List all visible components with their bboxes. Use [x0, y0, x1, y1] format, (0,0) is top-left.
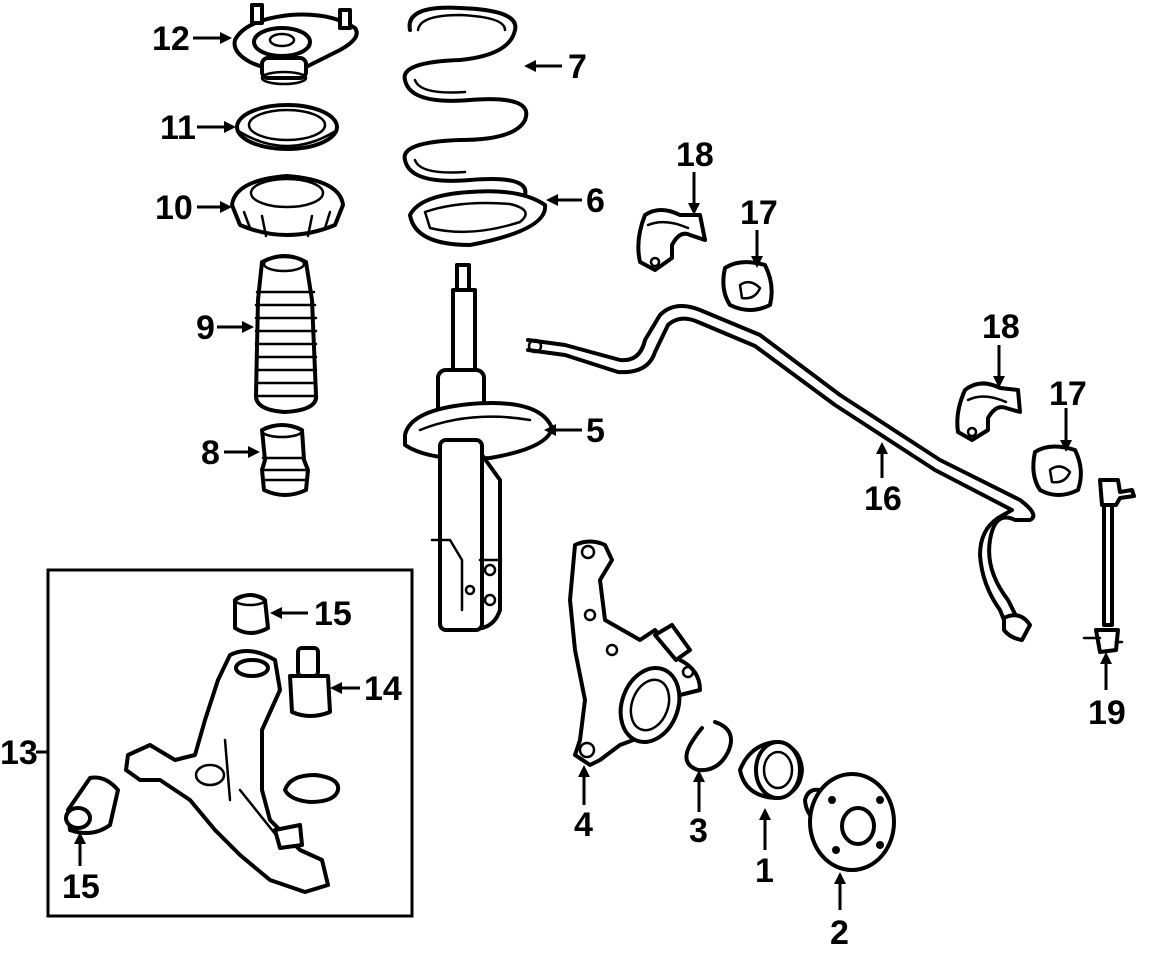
callout-4: 4 [574, 806, 593, 844]
callout-2: 2 [830, 914, 849, 952]
callout-17-lower: 17 [1049, 375, 1087, 413]
part-17-bushing-lower [1031, 444, 1083, 497]
callout-7: 7 [568, 48, 587, 86]
control-arm [124, 649, 330, 894]
callout-labels: 12 11 10 9 8 7 6 5 18 17 18 17 16 19 4 3… [0, 20, 1126, 952]
callout-3: 3 [689, 812, 708, 850]
part-12-strut-mount [232, 3, 359, 86]
part-6-lower-spring-seat [408, 189, 548, 247]
callout-5: 5 [586, 412, 605, 450]
callout-17-upper: 17 [740, 194, 778, 232]
callout-13: 13 [0, 734, 38, 772]
callout-9: 9 [196, 309, 215, 347]
callout-16: 16 [864, 480, 902, 518]
part-5-strut [403, 263, 554, 632]
callout-18-upper: 18 [676, 136, 714, 174]
callout-12: 12 [152, 20, 190, 58]
callout-14: 14 [364, 670, 402, 708]
callout-15-lower: 15 [62, 868, 100, 906]
part-11-bearing [235, 103, 339, 151]
callout-10: 10 [155, 189, 193, 227]
leader-lines [36, 32, 1112, 910]
callout-1: 1 [755, 852, 774, 890]
part-17-bushing-upper [721, 260, 774, 312]
callout-8: 8 [201, 434, 220, 472]
part-1-wheel-bearing [738, 740, 804, 800]
part-3-snap-ring [684, 720, 733, 773]
control-arm-snap-ring [283, 773, 341, 804]
part-19-stabilizer-link [1082, 478, 1136, 654]
part-7-coil-spring [402, 5, 529, 197]
part-15-bushing-lower [64, 775, 120, 836]
part-18-bracket-lower [955, 381, 1022, 442]
part-9-dust-boot [254, 254, 319, 414]
part-10-upper-spring-seat [230, 174, 345, 238]
part-16-stabilizer-bar [526, 304, 1036, 642]
callout-18-lower: 18 [982, 308, 1020, 346]
callout-19: 19 [1088, 694, 1126, 732]
part-15-bushing-top [233, 593, 270, 635]
part-4-steering-knuckle [568, 539, 702, 767]
callout-11: 11 [160, 109, 196, 147]
part-13-group-box [46, 568, 414, 918]
part-2-wheel-hub [803, 772, 896, 872]
part-8-bump-stop [260, 423, 310, 497]
callout-15-top: 15 [314, 595, 352, 633]
callout-6: 6 [586, 182, 605, 220]
part-14-ball-joint [288, 646, 332, 718]
part-18-bracket-upper [636, 208, 707, 272]
